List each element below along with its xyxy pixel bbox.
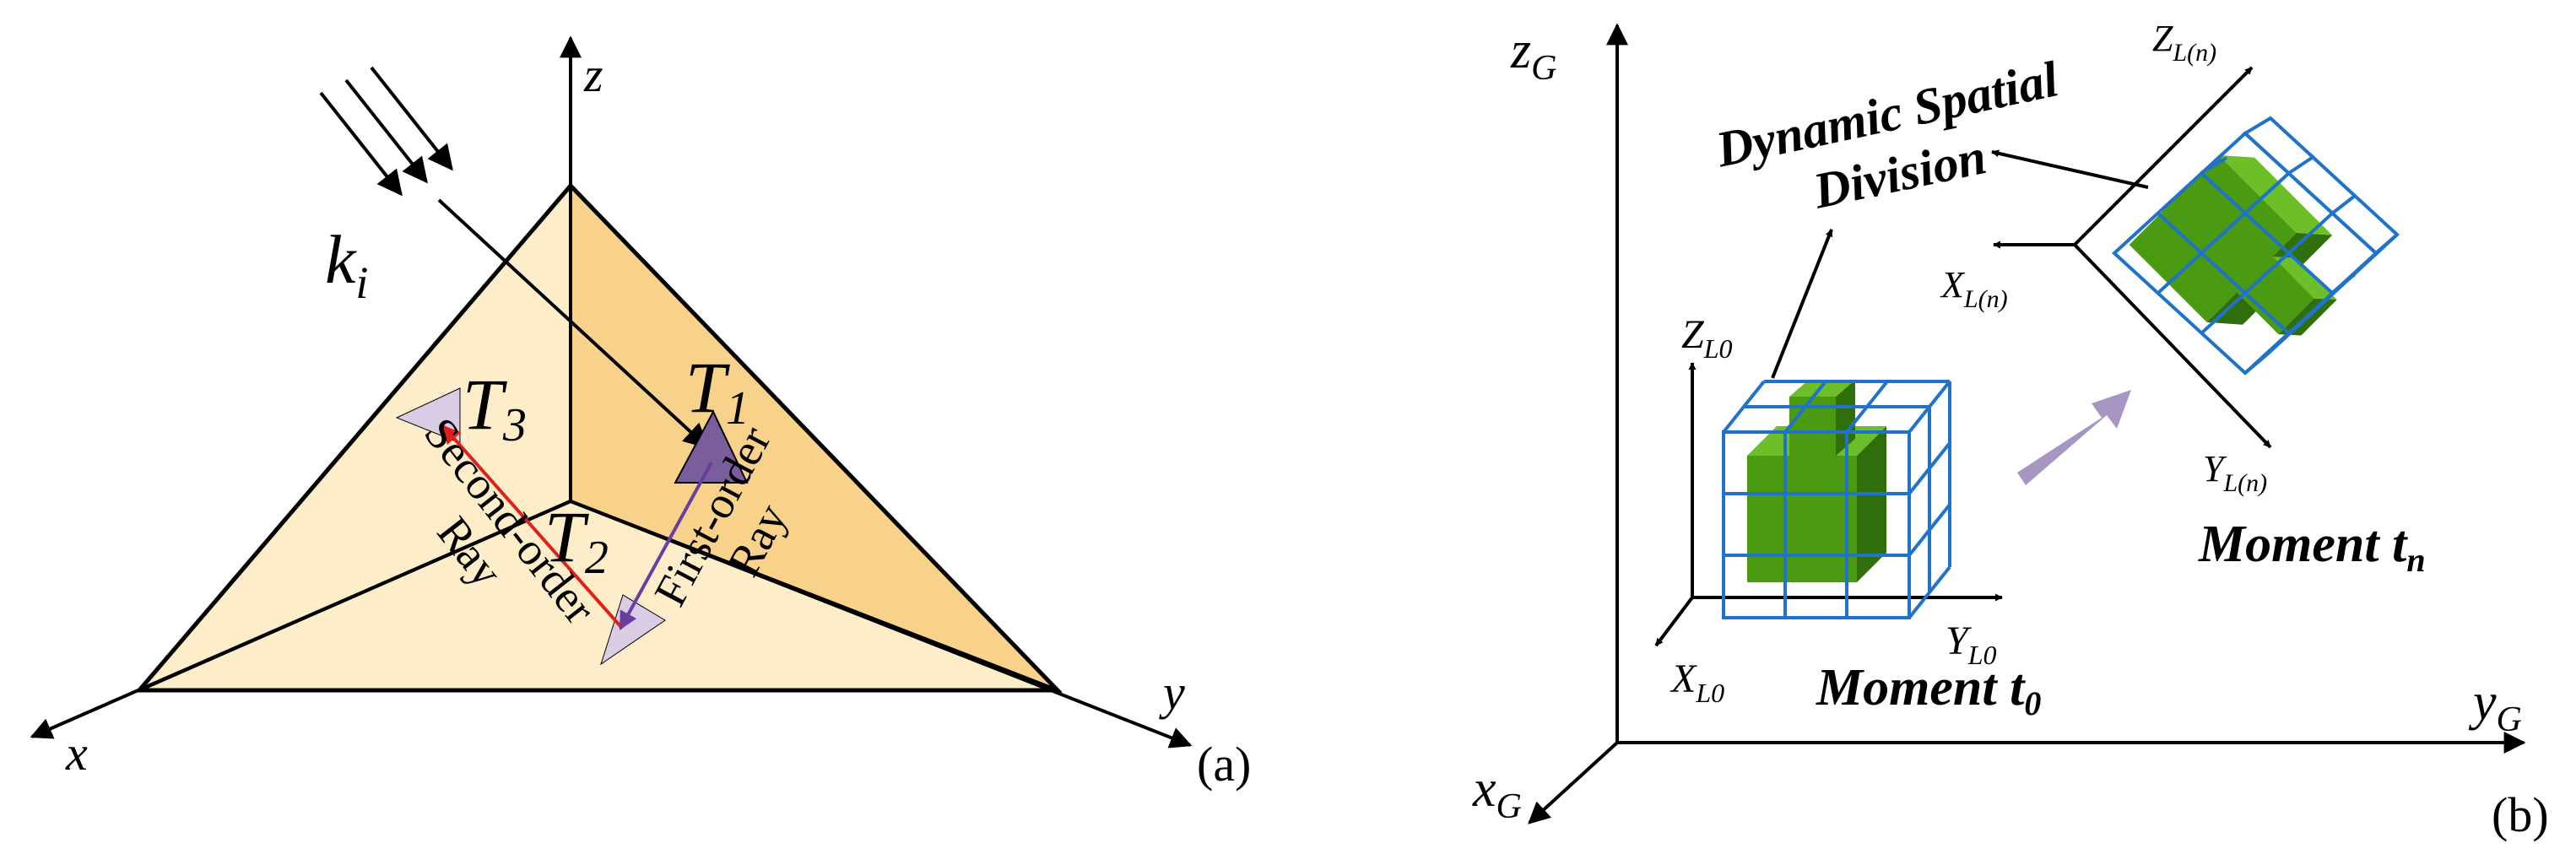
reflector-outline — [134, 182, 1063, 693]
zl0-label: ZL0 — [1681, 312, 1733, 364]
incident-ray — [437, 198, 710, 450]
dynamic-spatial-division-label: Dynamic SpatialDivision — [1711, 51, 2076, 237]
spatial-grid-t0 — [1722, 380, 1951, 619]
yln-label: YL(n) — [2203, 448, 2267, 497]
spatial-grid-tn — [2112, 116, 2400, 376]
panel-a-label: (a) — [1197, 737, 1251, 792]
facet-t1 — [674, 409, 749, 484]
yln-axis — [2073, 243, 2272, 449]
moment-tn-label: Moment tn — [2198, 516, 2426, 579]
zln-label: ZL(n) — [2152, 18, 2216, 67]
panel-b: zG yG xG Dynamic SpatialDivision ZL0 YL0… — [1472, 18, 2549, 842]
xg-axis-label: xG — [1472, 760, 1522, 826]
panel-b-label: (b) — [2492, 787, 2549, 842]
zg-axis-label: zG — [1510, 22, 1556, 88]
xl0-label: XL0 — [1670, 657, 1724, 708]
yl0-label: YL0 — [1946, 619, 1997, 670]
panel-a: z x y ki T1 T2 T3 Second-orderRay First-… — [30, 35, 1251, 792]
xln-label: XL(n) — [1940, 264, 2008, 313]
x-axis-label: x — [65, 726, 88, 781]
t2-label: T2 — [544, 496, 609, 584]
second-order-ray — [441, 424, 622, 628]
xg-axis — [1528, 741, 1619, 824]
moment-t0-label: Moment t0 — [1816, 659, 2041, 722]
t3-label: T3 — [463, 364, 527, 451]
y-axis-label: y — [1159, 665, 1185, 720]
dsd-arrow-left — [1771, 229, 1833, 379]
yg-axis-label: yG — [2468, 673, 2522, 739]
dsd-arrow-right — [1991, 149, 2149, 189]
first-order-ray — [619, 462, 713, 630]
zln-axis — [2073, 66, 2254, 246]
motion-arrow — [2017, 390, 2131, 485]
xl0-axis — [1654, 596, 1694, 647]
x-axis — [30, 500, 571, 739]
t1-label: T1 — [685, 347, 750, 435]
y-axis — [570, 500, 1193, 749]
z-axis-label: z — [583, 47, 603, 102]
incident-wave-arrows — [319, 66, 453, 197]
incident-wave-label: ki — [325, 221, 368, 308]
